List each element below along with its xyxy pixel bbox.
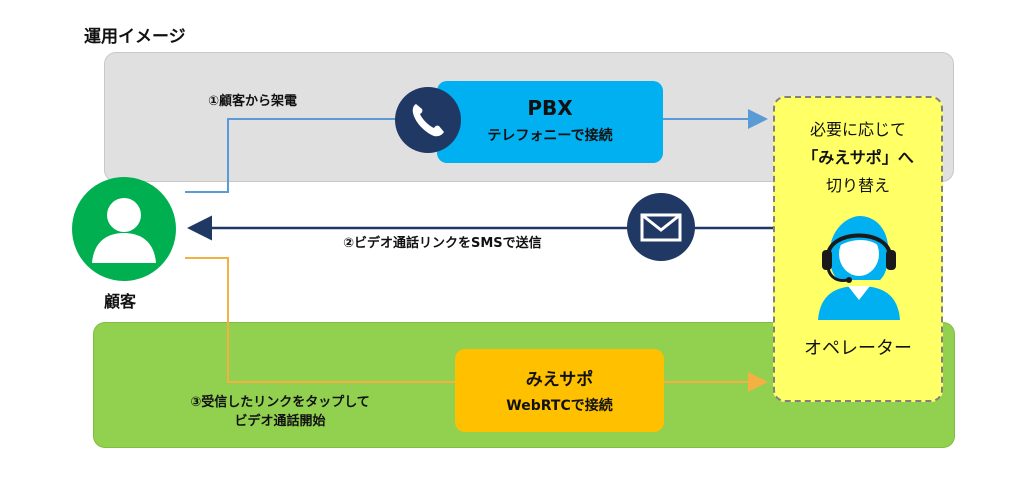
call-line xyxy=(185,118,405,193)
step3-label-line1: ③受信したリンクをタップして xyxy=(190,395,370,410)
user-icon xyxy=(72,177,176,281)
step2-label: ②ビデオ通話リンクをSMSで送信 xyxy=(343,236,542,251)
phone-icon xyxy=(395,87,461,153)
operator-note-line1: 必要に応じて xyxy=(809,120,906,139)
miesapo-box: みえサポ WebRTCで接続 xyxy=(455,349,664,432)
mail-icon xyxy=(627,193,695,261)
step3-label: ③受信したリンクをタップして ビデオ通話開始 xyxy=(166,393,394,431)
customer-label: 顧客 xyxy=(104,292,137,311)
operator-label: オペレーター xyxy=(804,338,912,359)
miesapo-title: みえサポ xyxy=(525,370,594,390)
step1-label: ①顧客から架電 xyxy=(208,94,298,109)
step3-label-line2: ビデオ通話開始 xyxy=(234,414,326,429)
pbx-subtitle: テレフォニーで接続 xyxy=(487,128,613,144)
miesapo-subtitle: WebRTCで接続 xyxy=(506,398,613,414)
operator-note-line2: 「みえサポ」へ xyxy=(802,148,914,167)
pbx-title: PBX xyxy=(527,96,573,120)
operator-note-line3: 切り替え xyxy=(825,176,890,195)
operator-note-service: みえサポ xyxy=(818,148,882,167)
operator-box: 必要に応じて 「みえサポ」へ 切り替え オペレーター xyxy=(773,96,943,402)
page-title: 運用イメージ xyxy=(84,27,186,47)
webrtc-line xyxy=(185,257,455,383)
pbx-box: PBX テレフォニーで接続 xyxy=(437,81,663,163)
headset-operator-icon xyxy=(818,216,900,320)
